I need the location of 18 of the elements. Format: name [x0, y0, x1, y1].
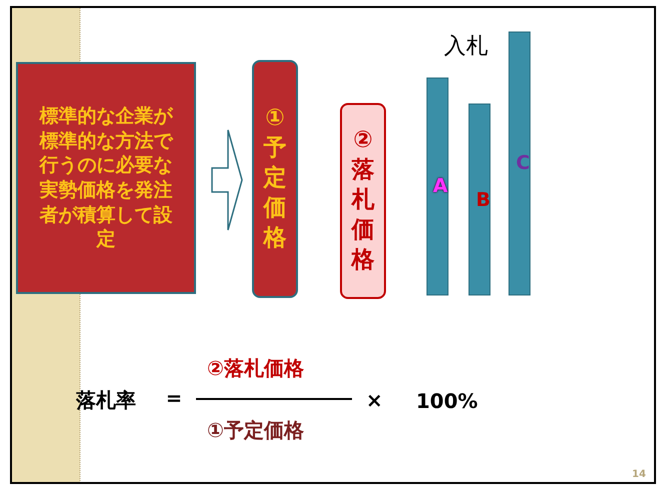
bid-heading: 入札 [444, 36, 488, 58]
formula-text: ＝ [163, 388, 185, 410]
process-box [252, 60, 298, 298]
formula-text: 落札率 [76, 390, 136, 410]
bar-label: B [476, 191, 490, 210]
formula-text: × [366, 390, 383, 410]
page-number: 14 [632, 470, 646, 480]
formula-text: ①予定価格 [207, 420, 304, 440]
block-arrow [211, 129, 243, 231]
description-box [16, 62, 196, 294]
node-text: ①予定価格 [262, 104, 288, 253]
bar-label: A [433, 177, 448, 196]
formula-text: 100% [416, 391, 478, 411]
node-text: ②落札価格 [350, 126, 376, 275]
bar-label: C [516, 154, 530, 173]
formula-text: ②落札価格 [207, 358, 304, 378]
process-box [340, 103, 386, 299]
node-text: 標準的な企業が標準的な方法で行うのに必要な実勢価格を発注者が積算して設定 [38, 104, 174, 252]
